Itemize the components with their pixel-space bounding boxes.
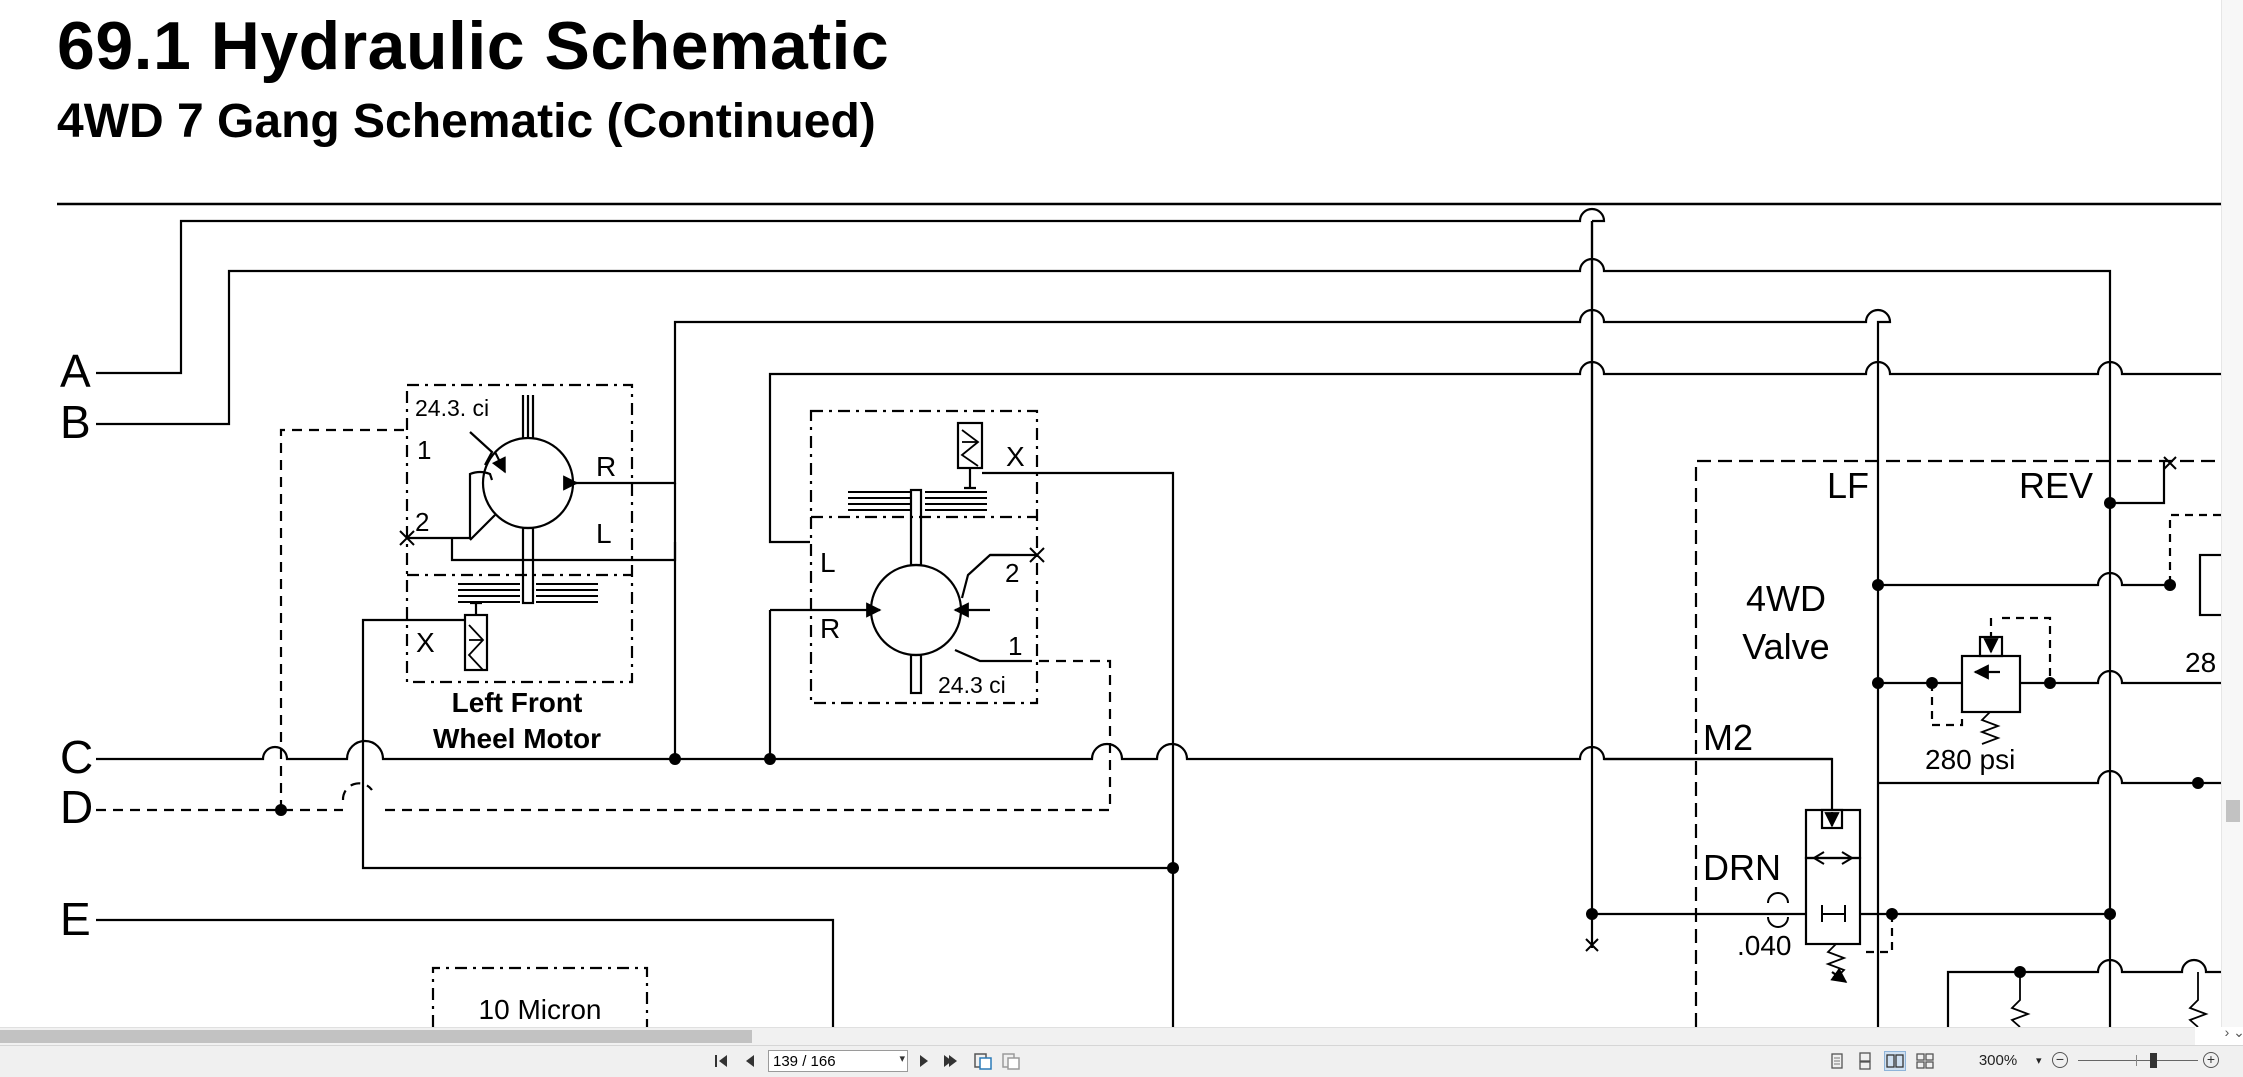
left-motor-port-1: 1 [417, 435, 431, 465]
left-motor-port-l: L [596, 518, 612, 549]
left-motor-caption-2: Wheel Motor [433, 723, 601, 754]
scroll-down-icon[interactable]: ⌄ [2233, 1024, 2243, 1040]
line-label-e: E [60, 893, 91, 945]
valve-cut-label: 28 [2185, 647, 2216, 678]
4wd-valve-block [1586, 456, 2232, 1027]
book-view-icon[interactable] [1914, 1051, 1936, 1071]
filter-outline [431, 966, 649, 1027]
last-page-icon[interactable] [940, 1051, 960, 1071]
valve-name-line2: Valve [1742, 626, 1829, 667]
line-b [96, 257, 2112, 1027]
valve-port-m2: M2 [1703, 717, 1753, 758]
line-left-motor-r [565, 308, 1892, 1027]
line-a [96, 207, 1606, 530]
horizontal-scroll-thumb[interactable] [0, 1030, 752, 1043]
vertical-scrollbar[interactable]: › ⌄ [2221, 0, 2243, 1040]
line-label-b: B [60, 396, 91, 448]
line-e [96, 918, 835, 1027]
line-label-a: A [60, 345, 91, 397]
vertical-scroll-thumb[interactable] [2226, 800, 2240, 822]
valve-orifice: .040 [1737, 930, 1792, 961]
valve-port-rev: REV [2019, 465, 2093, 506]
right-motor-port-x: X [1006, 441, 1025, 472]
line-d [96, 428, 1112, 812]
valve-port-lf: LF [1827, 465, 1869, 506]
horizontal-scrollbar[interactable] [0, 1027, 2195, 1045]
valve-port-drn: DRN [1703, 847, 1781, 888]
line-label-c: C [60, 731, 93, 783]
continuous-view-icon[interactable] [1854, 1051, 1876, 1071]
right-front-wheel-motor [770, 409, 1045, 705]
page-subtitle: 4WD 7 Gang Schematic (Continued) [57, 95, 876, 148]
first-page-icon[interactable] [712, 1051, 732, 1071]
left-motor-caption-1: Left Front [452, 687, 583, 718]
viewer-toolbar: ▾ 300% ▾ − + [0, 1045, 2243, 1077]
zoom-out-icon[interactable]: − [2052, 1052, 2068, 1068]
valve-relief-setting: 280 psi [1925, 744, 2015, 775]
scroll-right-icon[interactable]: › [2224, 1024, 2230, 1040]
left-motor-port-2: 2 [415, 507, 429, 537]
single-page-view-icon[interactable] [1826, 1051, 1848, 1071]
filter-label: 10 Micron [479, 994, 602, 1025]
right-motor-port-r: R [820, 613, 840, 644]
page-title: 69.1 Hydraulic Schematic [57, 8, 890, 84]
zoom-slider-track[interactable] [2078, 1060, 2198, 1061]
zoom-dropdown-icon[interactable]: ▾ [2036, 1055, 2042, 1067]
document-viewport: 69.1 Hydraulic Schematic 4WD 7 Gang Sche… [57, 8, 2232, 1027]
line-center-bus [1585, 221, 1599, 952]
right-motor-port-l: L [820, 547, 836, 578]
line-right-motor-l [768, 360, 2221, 544]
right-motor-displacement: 24.3 ci [938, 672, 1006, 698]
zoom-slider-tick [2136, 1055, 2137, 1066]
left-motor-port-r: R [596, 451, 616, 482]
left-front-wheel-motor [399, 383, 677, 684]
page-number-input[interactable] [769, 1051, 891, 1071]
hydraulic-schematic: 24.3. ci 1 2 R L X Left Front Wheel Moto… [57, 202, 2232, 1027]
page-dropdown-icon[interactable]: ▾ [899, 1053, 905, 1065]
zoom-slider-thumb[interactable] [2150, 1053, 2157, 1068]
line-label-d: D [60, 781, 93, 833]
next-page-icon[interactable] [914, 1051, 934, 1071]
page-number-combo[interactable]: ▾ [768, 1050, 908, 1072]
paste-page-icon[interactable] [1000, 1051, 1022, 1071]
prev-page-icon[interactable] [740, 1051, 760, 1071]
two-page-view-icon[interactable] [1884, 1051, 1906, 1071]
right-motor-port-2: 2 [1005, 558, 1019, 588]
zoom-level[interactable]: 300% [1978, 1052, 2018, 1069]
valve-name-line1: 4WD [1746, 578, 1826, 619]
line-pilot-x [361, 618, 1175, 1027]
copy-page-icon[interactable] [972, 1051, 994, 1071]
line-c [96, 542, 1834, 810]
left-motor-displacement: 24.3. ci [415, 395, 489, 421]
right-motor-port-1: 1 [1008, 631, 1022, 661]
left-motor-port-x: X [416, 627, 435, 658]
zoom-in-icon[interactable]: + [2203, 1052, 2219, 1068]
